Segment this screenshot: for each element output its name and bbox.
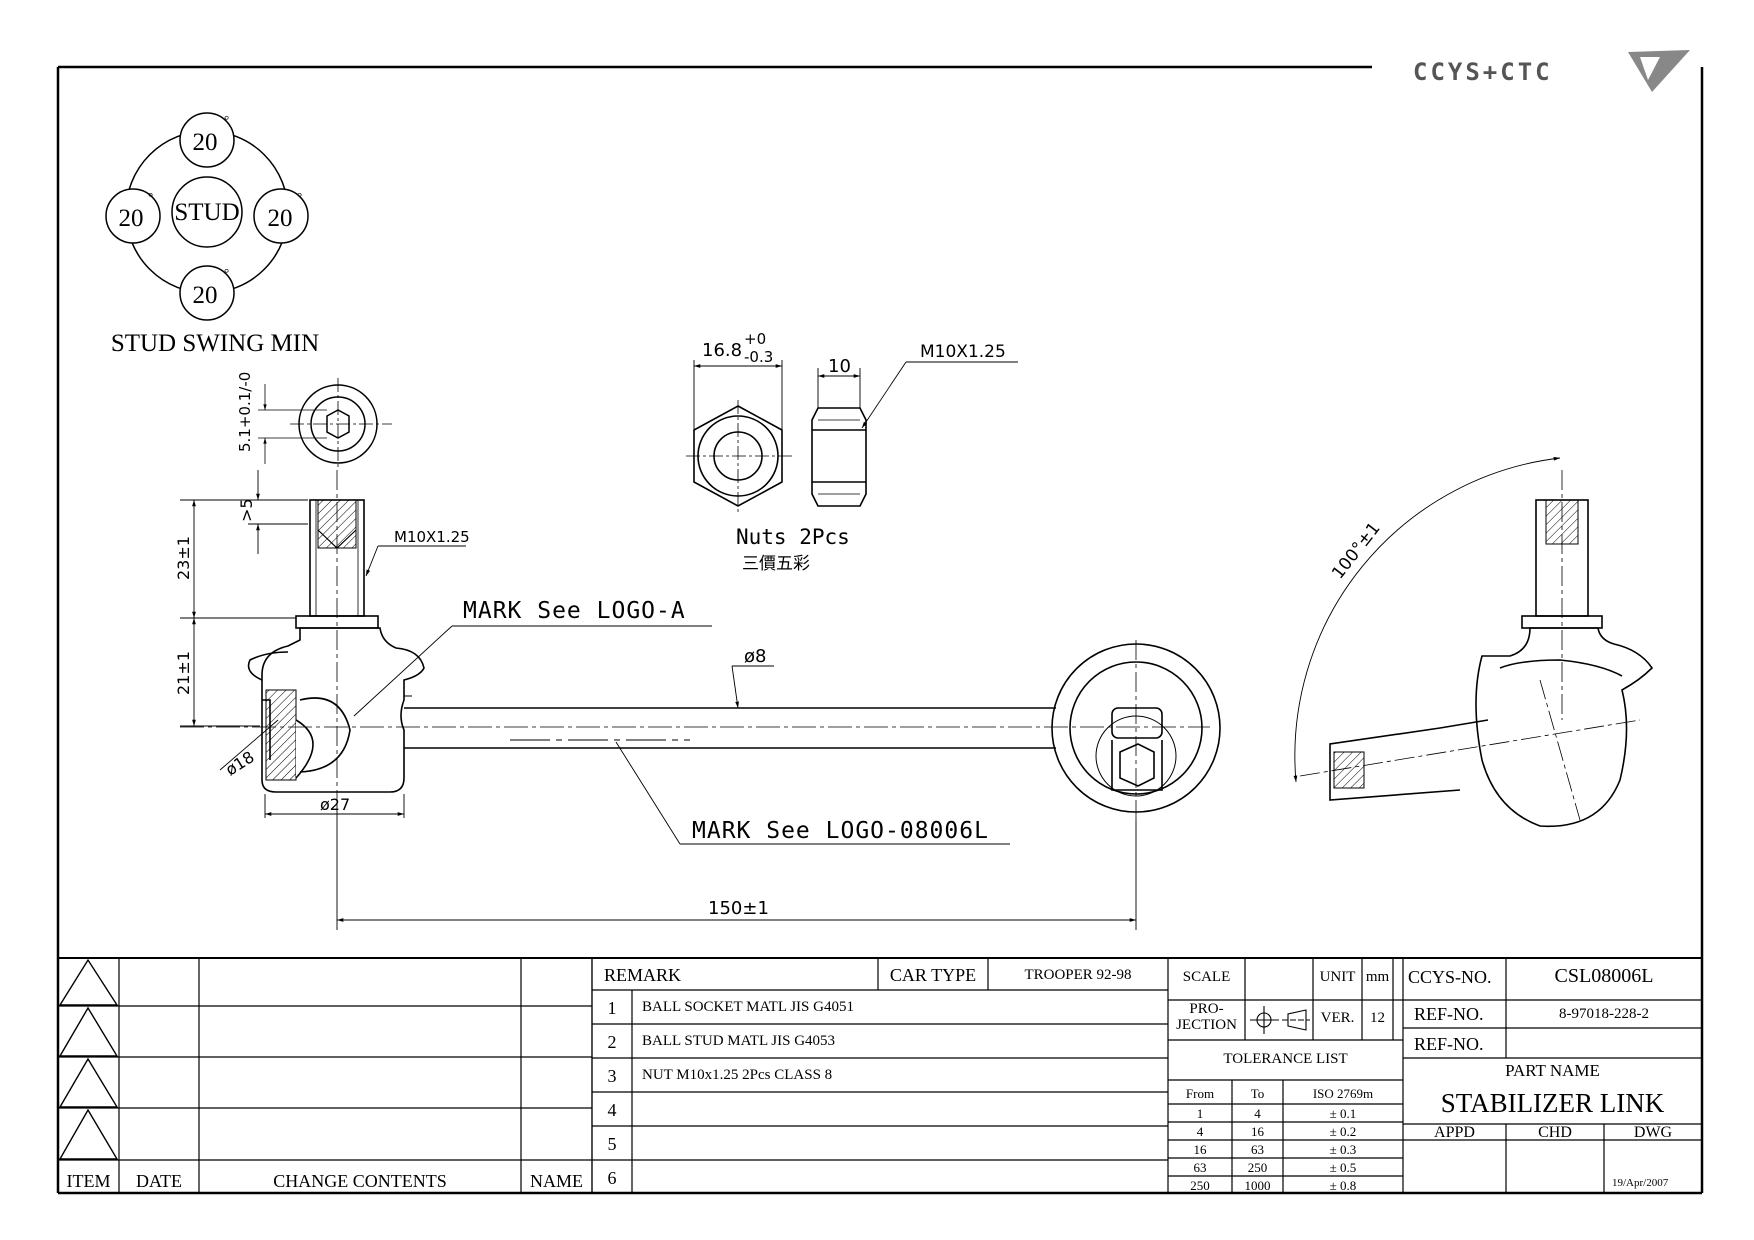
remark-item-text: BALL STUD MATL JIS G4053 xyxy=(642,1033,836,1049)
tolerance-from: 63 xyxy=(1193,1160,1207,1175)
approved-label: APPD xyxy=(1434,1124,1475,1141)
drawing-date: 19/Apr/2007 xyxy=(1612,1177,1669,1189)
tolerance-to-header: To xyxy=(1250,1086,1265,1101)
swing-caption: STUD SWING MIN xyxy=(111,330,319,357)
tolerance-standard-header: ISO 2769m xyxy=(1312,1086,1374,1101)
remark-title: REMARK xyxy=(604,965,682,985)
company-logo: CCYS+CTC xyxy=(1413,50,1690,92)
degree-marks: ° ° ° ° xyxy=(148,112,302,280)
nut-tolerance-minus: -0.3 xyxy=(744,348,773,366)
title-block-grid xyxy=(58,958,1702,1193)
tolerance-title: TOLERANCE LIST xyxy=(1223,1051,1348,1067)
tolerance-from: 250 xyxy=(1190,1178,1210,1193)
swing-right-angle: 20 xyxy=(268,205,293,232)
revision-item-header: ITEM xyxy=(66,1171,111,1191)
tolerance-from: 16 xyxy=(1193,1142,1207,1157)
swing-center-label: STUD xyxy=(174,199,239,226)
tolerance-value: ± 0.2 xyxy=(1329,1124,1357,1139)
remark-item-text: NUT M10x1.25 2Pcs CLASS 8 xyxy=(642,1067,833,1083)
ccys-number-value: CSL08006L xyxy=(1554,965,1654,987)
socket-diameter-label: ø27 xyxy=(320,795,350,814)
tolerance-to: 63 xyxy=(1251,1142,1264,1157)
hex-dimension: 5.1+0.1/-0 xyxy=(236,372,254,452)
tolerance-value: ± 0.3 xyxy=(1329,1142,1357,1157)
ball-joint-side-view xyxy=(180,470,1210,800)
version-value: 12 xyxy=(1370,1010,1385,1026)
nut-width-dimension: 16.8 xyxy=(702,340,742,361)
stud-swing-diagram xyxy=(105,112,309,321)
remark-item-no: 6 xyxy=(607,1168,617,1188)
part-name-label: PART NAME xyxy=(1505,1061,1600,1080)
tolerance-to: 250 xyxy=(1247,1160,1268,1175)
tolerance-from-header: From xyxy=(1185,1086,1215,1101)
revision-contents-header: CHANGE CONTENTS xyxy=(273,1171,447,1191)
mark-logo-b-note: MARK See LOGO-08006L xyxy=(692,818,989,844)
tolerance-from: 4 xyxy=(1196,1124,1204,1139)
tolerance-value: ± 0.1 xyxy=(1329,1106,1357,1121)
nut-views xyxy=(686,360,1018,512)
nuts-note: Nuts 2Pcs xyxy=(736,525,850,549)
nut-tolerance-plus: +0 xyxy=(744,330,766,348)
projection-label-1: PRO- xyxy=(1189,1001,1224,1017)
swing-left-angle: 20 xyxy=(119,205,144,232)
sheet-border xyxy=(56,65,1704,1195)
stud-top-view xyxy=(258,378,392,470)
angled-view xyxy=(1293,456,1654,828)
tolerance-to: 16 xyxy=(1251,1124,1264,1139)
ref-number-label: REF-NO. xyxy=(1414,1004,1484,1024)
ball-diameter-label: ø18 xyxy=(222,747,258,779)
part-name-value: STABILIZER LINK xyxy=(1440,1088,1665,1118)
projection-symbol-icon xyxy=(1250,1006,1310,1034)
swing-bottom-angle: 20 xyxy=(193,282,218,309)
ref-number-value: 8-97018-228-2 xyxy=(1559,1006,1649,1022)
tolerance-value: ± 0.8 xyxy=(1329,1178,1357,1193)
svg-text:°: ° xyxy=(224,265,229,280)
revision-name-header: NAME xyxy=(530,1171,583,1191)
version-label: VER. xyxy=(1320,1010,1355,1026)
thread-depth-dimension: >5 xyxy=(237,498,256,522)
remark-item-no: 4 xyxy=(607,1100,617,1120)
stud-length-dimension: 23±1 xyxy=(174,536,193,580)
remark-item-text: BALL SOCKET MATL JIS G4051 xyxy=(642,999,854,1015)
shaft-diameter-label: ø8 xyxy=(744,646,766,667)
tolerance-to: 1000 xyxy=(1244,1178,1271,1193)
nut-thickness-dimension: 10 xyxy=(828,356,851,377)
dimension-lines xyxy=(180,470,1137,930)
ref-number-2-label: REF-NO. xyxy=(1414,1034,1484,1054)
eye-end xyxy=(1051,640,1221,820)
projection-label-2: JECTION xyxy=(1176,1017,1237,1033)
checked-label: CHD xyxy=(1538,1124,1572,1141)
scale-label: SCALE xyxy=(1182,969,1231,985)
nuts-finish-note: 三價五彩 xyxy=(742,554,810,574)
car-type-value: TROOPER 92-98 xyxy=(1024,967,1132,983)
remark-item-no: 3 xyxy=(607,1066,617,1086)
remark-item-no: 2 xyxy=(607,1032,617,1052)
svg-text:°: ° xyxy=(148,189,153,204)
unit-label: UNIT xyxy=(1319,969,1356,985)
car-type-label: CAR TYPE xyxy=(889,965,977,985)
center-distance-label: 150±1 xyxy=(708,898,769,919)
logo-mark-icon xyxy=(1628,50,1690,92)
swing-top-angle: 20 xyxy=(193,129,218,156)
tolerance-value: ± 0.5 xyxy=(1329,1160,1357,1175)
drawn-label: DWG xyxy=(1633,1124,1673,1141)
tolerance-to: 4 xyxy=(1254,1106,1261,1121)
svg-text:°: ° xyxy=(224,112,229,127)
body-height-dimension: 21±1 xyxy=(174,651,193,695)
stud-thread-label: M10X1.25 xyxy=(394,528,470,546)
nut-thread-label: M10X1.25 xyxy=(920,342,1006,362)
ccys-number-label: CCYS-NO. xyxy=(1408,967,1492,987)
mark-logo-a-note: MARK See LOGO-A xyxy=(463,598,686,624)
svg-text:°: ° xyxy=(297,189,302,204)
revision-date-header: DATE xyxy=(136,1171,182,1191)
remark-item-no: 5 xyxy=(607,1134,617,1154)
unit-value: mm xyxy=(1365,969,1390,985)
logo-text: CCYS+CTC xyxy=(1413,58,1553,86)
tolerance-from: 1 xyxy=(1196,1106,1204,1121)
remark-item-no: 1 xyxy=(607,998,617,1018)
